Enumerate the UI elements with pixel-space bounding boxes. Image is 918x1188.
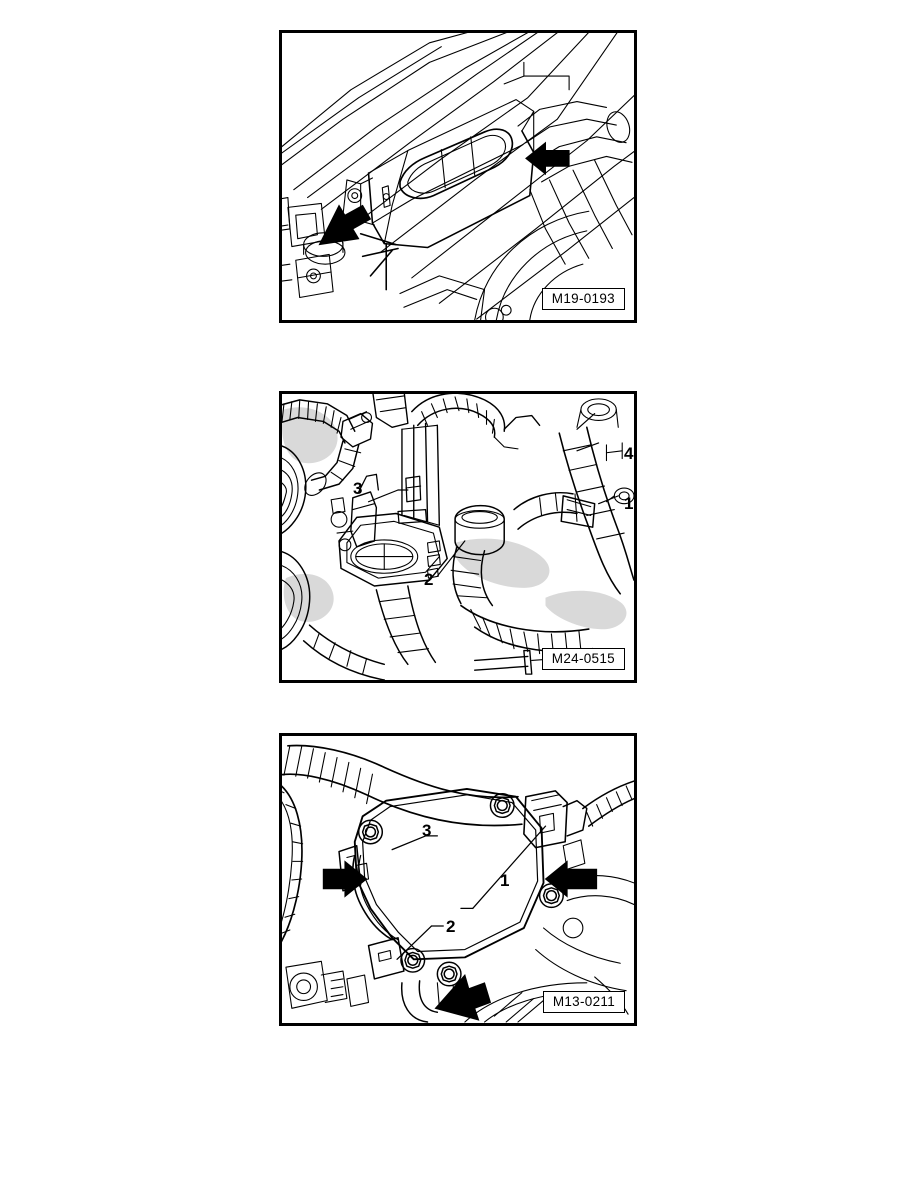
callout-4: 4: [624, 444, 634, 463]
figure-panel-1: M19-0193: [279, 30, 637, 323]
callout-1: 1: [624, 494, 634, 513]
figure-code-label: M13-0211: [542, 990, 625, 1013]
callout-1: 1: [500, 871, 510, 890]
callout-3: 3: [353, 479, 363, 498]
arrow-right-glyph: [544, 860, 598, 898]
arrow-left-glyph: [322, 860, 368, 898]
figure-panel-2: 3 2 1 4 M24-0515: [279, 391, 637, 683]
callout-3: 3: [422, 821, 432, 840]
figure-3-illustration: [282, 744, 634, 1023]
figure-2-illustration: [282, 394, 634, 680]
arrow-upper-right-glyph: [525, 141, 570, 176]
figure-code-label: M19-0193: [541, 287, 625, 310]
arrow-bottom-glyph: [434, 974, 492, 1021]
figure-1-illustration: [282, 33, 634, 320]
callout-2: 2: [446, 917, 456, 936]
arrow-lower-left-glyph: [318, 204, 372, 246]
callout-2: 2: [424, 570, 434, 589]
figure-panel-3: 3 1 2 M13-0211: [279, 733, 637, 1026]
figure-code-label: M24-0515: [541, 647, 625, 670]
